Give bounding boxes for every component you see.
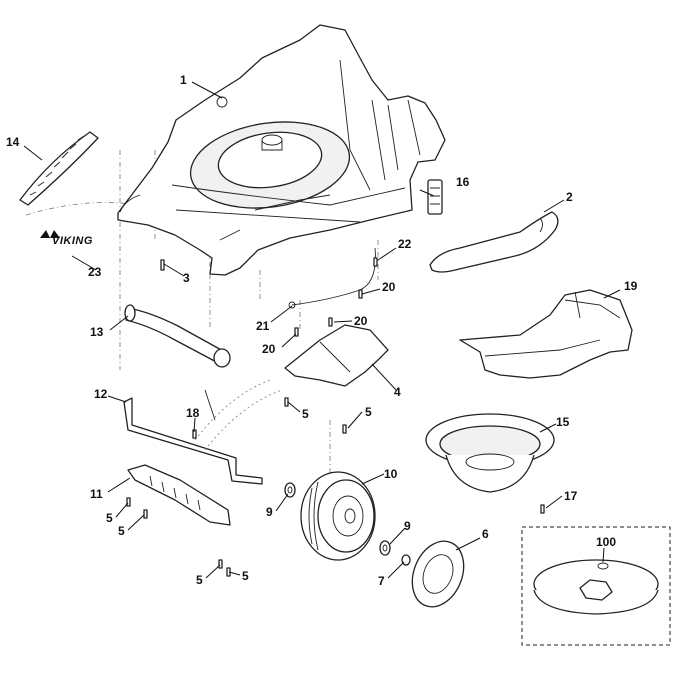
callout-18: 18 [186,406,200,420]
screws [126,257,545,577]
callout-16: 16 [456,175,470,189]
callout-19: 19 [624,279,638,293]
handle-cover [429,211,559,273]
side-trim-strip [19,131,99,206]
grass-cup [425,413,555,493]
kit-100 [521,526,671,646]
callout-5c: 5 [106,511,113,525]
viking-logo: VIKING [40,230,93,247]
callout-5d: 5 [118,524,125,538]
callout-17: 17 [564,489,578,503]
hub-cap [411,540,465,608]
callout-22: 22 [398,237,412,251]
wire-clip [288,247,376,309]
callout-100: 100 [596,535,616,549]
callout-1: 1 [180,73,187,87]
mower-housing [117,24,446,276]
label-insert [427,179,443,215]
callout-2: 2 [566,190,573,204]
callout-15: 15 [556,415,570,429]
callout-4: 4 [394,385,401,399]
callout-11: 11 [90,487,103,501]
callout-6: 6 [482,527,489,541]
callout-5e: 5 [196,573,203,587]
callout-7: 7 [378,574,385,588]
callout-21: 21 [256,319,270,333]
bearings [284,482,391,556]
deflector-plate [284,324,389,387]
axle-bracket [127,464,231,526]
axle-lever [123,389,263,485]
front-bumper [124,304,231,368]
callout-20a: 20 [382,280,396,294]
rear-chute [459,289,633,379]
callout-20c: 20 [262,342,276,356]
logo-emblem [40,230,60,238]
callout-13: 13 [90,325,104,339]
callout-12: 12 [94,387,108,401]
leader-lines [23,81,621,579]
callout-14: 14 [6,135,20,149]
callout-5a: 5 [302,407,309,421]
callout-23: 23 [88,265,102,279]
callout-labels: 1 2 3 4 5 5 5 5 5 5 6 7 9 9 10 11 12 13 … [6,73,638,588]
callout-20b: 20 [354,314,368,328]
callout-5f: 5 [242,569,249,583]
svg-text:VIKING: VIKING [52,235,93,247]
wheel [300,471,376,561]
callout-5b: 5 [365,405,372,419]
callout-9a: 9 [266,505,273,519]
callout-9b: 9 [404,519,411,533]
callout-10: 10 [384,467,398,481]
callout-3: 3 [183,271,190,285]
